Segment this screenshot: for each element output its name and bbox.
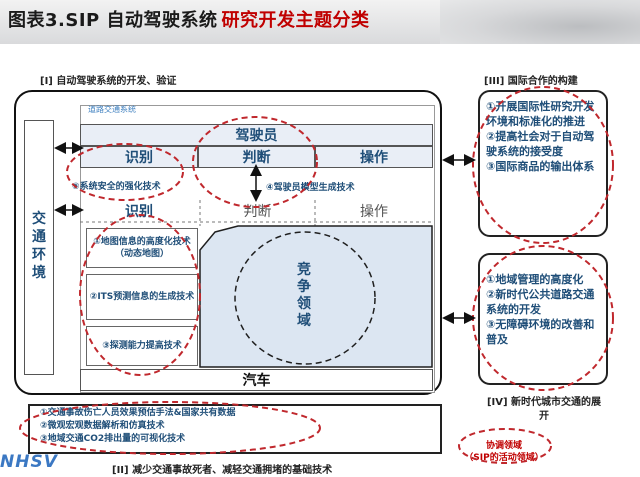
bottom-item-1: ①交通事故伤亡人员效果预估手法&国家共有数据 xyxy=(40,408,236,418)
bottom-item-3: ③地域交通CO2排出量的可视化技术 xyxy=(40,434,186,444)
bottom-item-2: ②微观宏观数据解析和仿真技术 xyxy=(40,421,165,431)
comp-char-4: 域 xyxy=(297,313,311,329)
its-prediction-tech: ②ITS预测信息的生成技术 xyxy=(86,274,198,320)
section-2-label: [II] 减少交通事故死者、减轻交通拥堵的基础技术 xyxy=(112,465,333,476)
section-1-label: [I] 自动驾驶系统的开发、验证 xyxy=(40,76,177,87)
title-red: 研究开发主题分类 xyxy=(221,10,370,31)
driver-judgment: 判断 xyxy=(198,146,315,168)
road-traffic-system-label: 道路交通系统 xyxy=(88,105,136,114)
section-4-label: [IV] 新时代城市交通的展开 xyxy=(486,397,602,422)
car-recognition: 识别 xyxy=(125,204,153,220)
traffic-environment-label: 交 通 环 境 xyxy=(24,210,54,282)
r3-item-1: ①开展国际性研究开发环境和标准化的推进 xyxy=(486,100,595,128)
competition-label: 竞 争 领 域 xyxy=(292,262,316,330)
r3-item-3: ③国际商品的输出体系 xyxy=(486,160,595,173)
env-char-3: 环 xyxy=(32,247,46,263)
note-system-safety: ⑤系统安全的强化技术 xyxy=(72,182,161,192)
env-char-4: 境 xyxy=(32,265,46,281)
r3-item-2: ②提高社会对于自动驾驶系统的接受度 xyxy=(486,130,595,158)
header-banner xyxy=(0,0,640,44)
comp-char-2: 争 xyxy=(297,279,311,295)
page-title: 图表3.SIP 自动驾驶系统研究开发主题分类 xyxy=(8,6,369,32)
urban-traffic-list: ①地域管理的高度化 ②新时代公共道路交通系统的开发 ③无障碍环境的改善和普及 xyxy=(486,272,604,347)
driver-operation: 操作 xyxy=(315,146,433,168)
driver-header: 驾驶员 xyxy=(80,124,433,146)
traffic-environment-box xyxy=(24,120,54,375)
driver-recognition: 识别 xyxy=(80,146,198,168)
car-operation: 操作 xyxy=(360,204,388,220)
car-judgment: 判断 xyxy=(243,204,272,220)
comp-char-1: 竞 xyxy=(297,262,311,278)
legend-line-2: （SIP的活动领域） xyxy=(464,453,544,463)
r4-item-2: ②新时代公共道路交通系统的开发 xyxy=(486,288,595,316)
title-black: 图表3.SIP 自动驾驶系统 xyxy=(8,10,218,31)
map-info-tech: ①地图信息的高度化技术（动态地图） xyxy=(86,228,198,268)
nhsv-logo: NHSV xyxy=(0,452,58,472)
sensing-improvement-tech: ③探测能力提高技术 xyxy=(86,326,198,366)
section-3-label: [III] 国际合作的构建 xyxy=(484,76,578,87)
car-interior-image xyxy=(440,0,640,44)
note-driver-model: ④驾驶员模型生成技术 xyxy=(266,183,355,193)
international-cooperation-list: ①开展国际性研究开发环境和标准化的推进 ②提高社会对于自动驾驶系统的接受度 ③国… xyxy=(486,99,604,174)
r4-item-3: ③无障碍环境的改善和普及 xyxy=(486,318,595,346)
legend-line-1: 协调领域 xyxy=(485,441,522,451)
env-char-2: 通 xyxy=(32,229,46,245)
env-char-1: 交 xyxy=(32,211,46,227)
basic-tech-list: ①交通事故伤亡人员效果预估手法&国家共有数据 ②微观宏观数据解析和仿真技术 ③地… xyxy=(40,407,235,446)
comp-char-3: 领 xyxy=(297,296,311,312)
car-footer: 汽车 xyxy=(80,369,433,391)
legend-label: 协调领域 （SIP的活动领域） xyxy=(463,440,545,464)
r4-item-1: ①地域管理的高度化 xyxy=(486,273,584,286)
